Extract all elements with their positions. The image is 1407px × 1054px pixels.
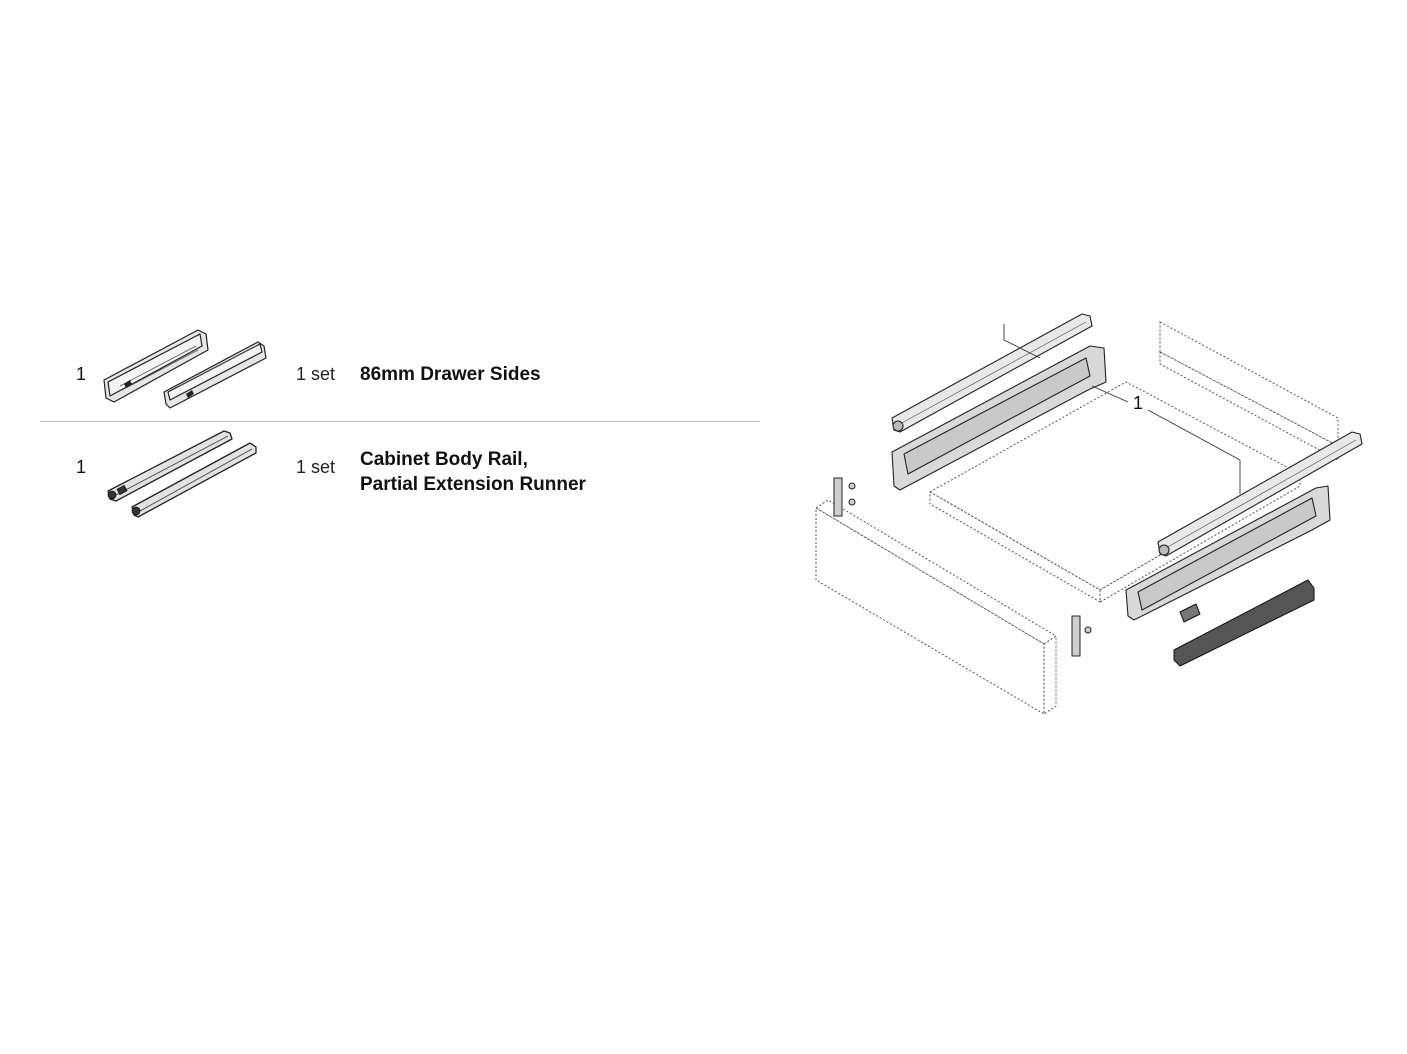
- part-row-body-rail: 1 1 set Cabinet Body Rail, Partial Exten…: [40, 421, 760, 531]
- front-panel: [815, 499, 1057, 715]
- part-name: 86mm Drawer Sides: [360, 362, 541, 387]
- part-set-label: 1 set: [296, 364, 336, 384]
- part-set-label: 1 set: [296, 457, 336, 477]
- callout-leader: [1003, 324, 1241, 494]
- parts-list: 1 1 set 86mm Drawer Sides 1: [40, 318, 760, 531]
- part-name-line: Partial Extension Runner: [360, 474, 586, 495]
- callout-number: 1: [1133, 393, 1144, 413]
- drawer-sides-icon: [103, 329, 267, 409]
- soft-close-unit: [1173, 579, 1315, 667]
- part-quantity: 1: [76, 457, 87, 477]
- part-name-line: Cabinet Body Rail,: [360, 449, 528, 470]
- divider: [40, 421, 760, 422]
- part-quantity: 1: [76, 364, 87, 384]
- left-drawer-side: [891, 345, 1107, 491]
- part-name: Cabinet Body Rail, Partial Extension Run…: [360, 447, 586, 497]
- left-rail: [891, 313, 1093, 433]
- right-rail: [1157, 431, 1363, 557]
- drawer-assembly-icon: [815, 313, 1363, 715]
- right-drawer-side: [1125, 485, 1331, 621]
- front-bracket: [833, 477, 1092, 657]
- rail-runner-icon: [107, 430, 257, 518]
- part-name-line: 86mm Drawer Sides: [360, 364, 541, 385]
- back-panel: [1159, 321, 1339, 461]
- part-row-drawer-sides: 1 1 set 86mm Drawer Sides: [40, 318, 760, 422]
